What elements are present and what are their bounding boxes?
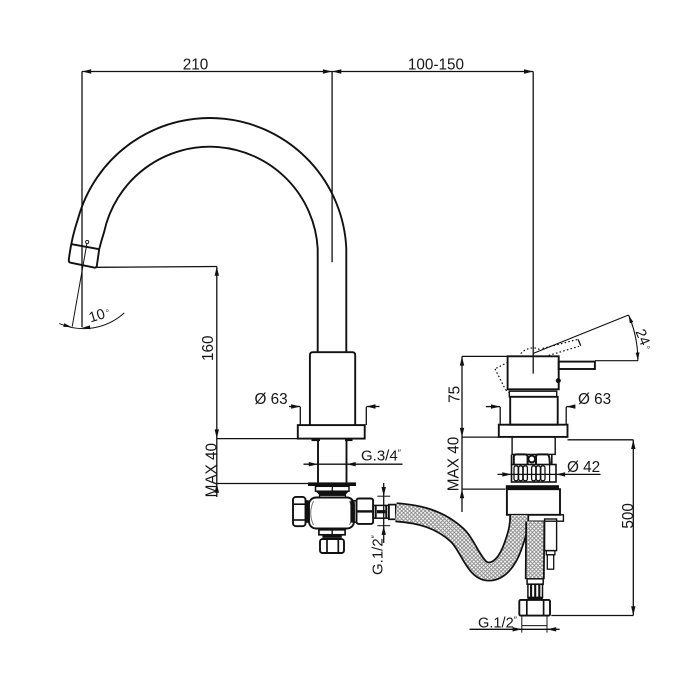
svg-text:G.3/4″: G.3/4″ [361,448,402,465]
svg-text:160: 160 [200,335,217,361]
svg-text:Ø 63: Ø 63 [578,391,611,408]
svg-text:24◦: 24◦ [631,327,654,353]
svg-text:500: 500 [620,503,637,529]
svg-text:MAX 40: MAX 40 [446,437,463,491]
svg-text:10◦: 10◦ [87,305,112,327]
svg-text:G.1/2″: G.1/2″ [478,615,518,632]
svg-text:Ø 63: Ø 63 [255,391,288,408]
svg-text:75: 75 [447,386,464,403]
svg-text:210: 210 [183,56,209,73]
svg-text:Ø 42: Ø 42 [567,459,600,476]
svg-text:MAX 40: MAX 40 [204,443,221,497]
svg-text:100-150: 100-150 [408,56,464,73]
svg-text:G.1/2″: G.1/2″ [370,534,387,575]
